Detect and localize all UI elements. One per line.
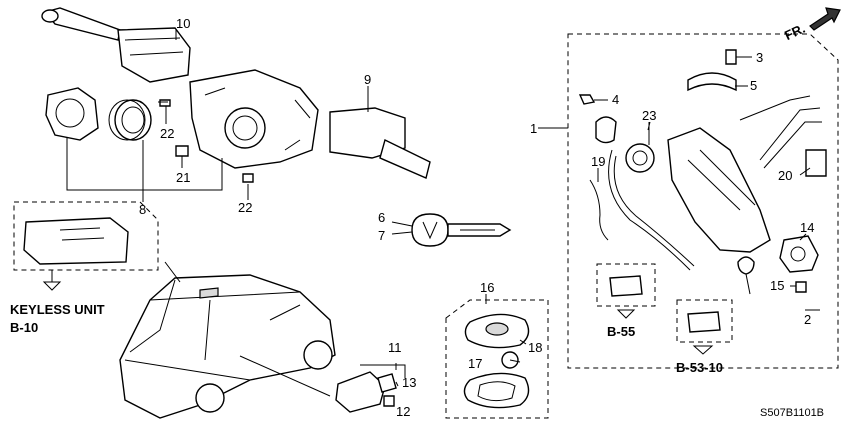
diagram-code: S507B1101B	[760, 407, 824, 419]
remote-bottom	[463, 372, 530, 409]
b55-cylinder	[609, 275, 643, 297]
b5310-down-arrow	[692, 345, 714, 355]
reference-labels: KEYLESS UNIT B-10 B-55 B-53-10 S507B1101…	[10, 302, 824, 419]
clamp-5	[687, 72, 737, 92]
switch-13	[377, 373, 397, 393]
callout-10: 10	[176, 16, 190, 31]
callout-1: 1	[530, 121, 537, 136]
callout-labels: 10 9 22 21 22 8 6 7 11 13 12 16 17 18 1 …	[139, 16, 814, 419]
screw-15	[795, 281, 807, 293]
callout-6: 6	[378, 210, 385, 225]
callout-3: 3	[756, 50, 763, 65]
callout-11: 11	[388, 340, 402, 355]
switch-body-10	[117, 27, 191, 83]
callout-21: 21	[176, 170, 190, 185]
cylinder-14	[779, 235, 819, 273]
lever-9	[379, 139, 431, 179]
down-arrow-keyless	[42, 281, 62, 291]
remote-emblem	[485, 322, 509, 336]
callout-19: 19	[591, 154, 605, 169]
keyless-unit-body	[23, 217, 129, 265]
front-arrow: FR.	[782, 7, 841, 43]
remote-dashed-box	[445, 299, 549, 419]
leader-lines	[142, 30, 811, 387]
callout-12: 12	[396, 404, 410, 419]
cover-part	[45, 87, 99, 141]
remote-group	[445, 299, 549, 419]
screw-22b	[242, 173, 254, 183]
vehicle-group	[119, 261, 336, 419]
ref-b5310: B-53-10	[676, 360, 723, 375]
callout-18: 18	[528, 340, 542, 355]
bolt-4	[578, 94, 596, 105]
b55-dashed-box	[596, 263, 656, 307]
clip-20	[805, 149, 827, 177]
key-small-a	[737, 256, 755, 275]
callout-13: 13	[402, 375, 416, 390]
door-switch-group	[335, 364, 406, 413]
b55-down-arrow	[616, 309, 636, 319]
front-arrow-shape	[809, 7, 841, 31]
b5310-cylinder	[687, 311, 721, 333]
callout-17: 17	[468, 356, 482, 371]
callout-14: 14	[800, 220, 814, 235]
callout-2: 2	[804, 312, 811, 327]
b5310-dashed-box	[676, 299, 733, 343]
screw-21	[175, 145, 189, 157]
key-group	[411, 213, 512, 247]
screw-22a	[159, 99, 171, 107]
keyless-unit-title: KEYLESS UNIT	[10, 302, 105, 317]
lever-knob	[41, 9, 59, 23]
ref-b55: B-55	[607, 324, 635, 339]
cylinder-23	[625, 143, 655, 173]
callout-22-b: 22	[238, 200, 252, 215]
steering-hub-ring	[224, 107, 266, 149]
front-direction-label: FR.	[782, 21, 807, 43]
callout-16: 16	[480, 280, 494, 295]
harness-19	[589, 179, 609, 241]
callout-23: 23	[642, 108, 656, 123]
callout-9: 9	[364, 72, 371, 87]
ignition-group	[538, 33, 839, 369]
screw-3	[725, 49, 737, 65]
callout-22-a: 22	[160, 126, 174, 141]
callout-8: 8	[139, 202, 146, 217]
callout-7: 7	[378, 228, 385, 243]
callout-4: 4	[612, 92, 619, 107]
ignition-dashed-box	[567, 33, 839, 369]
keyless-unit-group	[13, 201, 159, 291]
keyless-unit-ref: B-10	[10, 320, 38, 335]
ring-holder	[595, 116, 617, 144]
callout-5: 5	[750, 78, 757, 93]
rear-wheel	[195, 383, 225, 413]
combination-switch-group	[41, 7, 431, 191]
callout-20: 20	[778, 168, 792, 183]
door-bracket	[335, 371, 386, 413]
key-head	[411, 213, 449, 247]
callout-15: 15	[770, 278, 784, 293]
ring-part-outer	[114, 99, 152, 141]
vehicle-outline	[119, 274, 336, 419]
screw-12	[383, 395, 395, 407]
front-wheel	[303, 340, 333, 370]
